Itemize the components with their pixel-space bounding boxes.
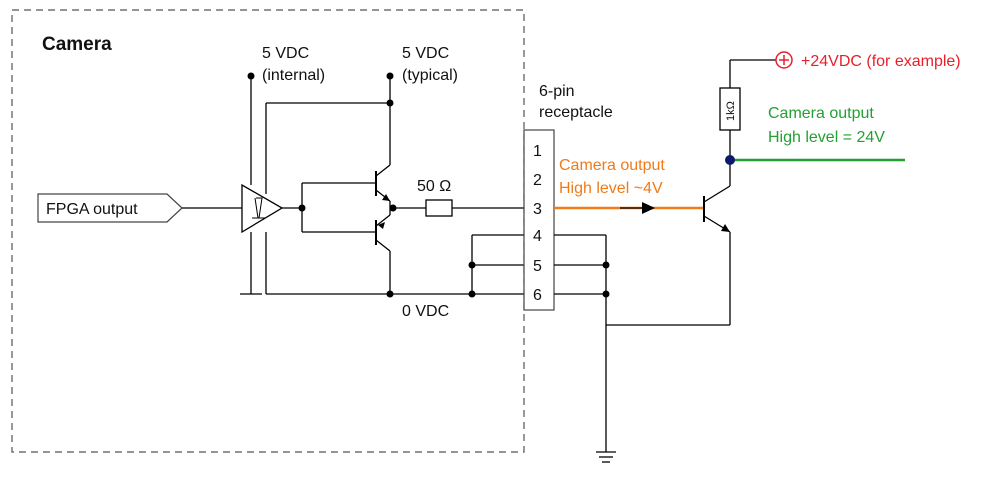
pullup-resistor-label: 1kΩ	[725, 101, 737, 121]
node-pin5-internal	[468, 261, 476, 269]
camera-output-orange-line1: Camera output	[559, 157, 665, 174]
receptacle-label-line1: 6-pin	[539, 83, 575, 100]
receptacle-pin-1: 1	[533, 143, 542, 160]
supply-typical-line1: 5 VDC	[402, 45, 449, 62]
lower-transistor	[375, 208, 391, 294]
node-ground-1	[386, 290, 394, 298]
resistor-50-ohm-label: 50 Ω	[417, 178, 451, 195]
supply-typical-line2: (typical)	[402, 67, 458, 84]
receptacle-pin-5: 5	[533, 258, 542, 275]
node-pin5-external	[602, 261, 610, 269]
receptacle-pin-6: 6	[533, 287, 542, 304]
schmitt-buffer-symbol	[241, 183, 284, 234]
receptacle-pin-3: 3	[533, 201, 542, 218]
fpga-output-block	[37, 193, 183, 223]
plus-supply-icon	[775, 51, 793, 69]
receptacle-pin-4: 4	[533, 228, 542, 245]
node-pin6-external	[602, 290, 610, 298]
receptacle-label-line2: receptacle	[539, 104, 613, 121]
fpga-output-label: FPGA output	[46, 201, 138, 218]
external-npn-transistor	[703, 160, 731, 325]
earth-ground-icon	[596, 451, 616, 463]
external-supply-label: +24VDC (for example)	[801, 53, 961, 70]
supply-internal-line1: 5 VDC	[262, 45, 309, 62]
camera-output-green-line1: Camera output	[768, 105, 874, 122]
supply-internal-line2: (internal)	[262, 67, 325, 84]
ground-label: 0 VDC	[402, 303, 449, 320]
node-collector-output	[725, 155, 735, 165]
resistor-50-ohm	[425, 199, 453, 217]
camera-output-green-line2: High level = 24V	[768, 129, 885, 146]
camera-title: Camera	[42, 34, 112, 55]
camera-output-orange-line2: High level ~4V	[559, 180, 663, 197]
receptacle-pin-2: 2	[533, 172, 542, 189]
node-5v-internal	[247, 72, 255, 80]
upper-transistor	[375, 103, 391, 208]
receptacle-body	[523, 129, 555, 311]
